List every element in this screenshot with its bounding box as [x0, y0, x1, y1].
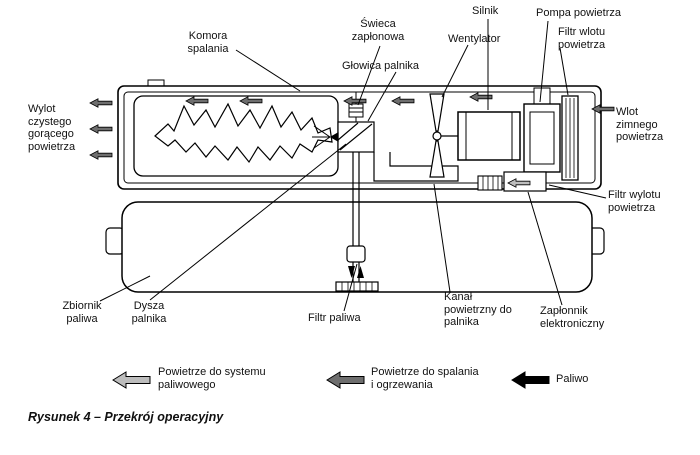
burner-nozzle: [329, 131, 339, 143]
label-pompa-powietrza: Pompa powietrza: [536, 7, 621, 19]
fuel-line: [335, 152, 379, 292]
label-kanal-powietrzny: Kanał powietrzny do palnika: [444, 291, 512, 329]
fuel-filter: [346, 245, 366, 263]
label-wylot-czystego: Wylot czystego gorącego powietrza: [28, 103, 76, 153]
legend-label-fuel-system-air: Powietrze do systemu paliwowego: [158, 366, 266, 391]
leader-filtr-wylotu: [548, 184, 607, 199]
air-duct-to-burner: [373, 152, 459, 182]
fuel-spray: [312, 125, 331, 149]
legend-arrow-fuel-system-air: [112, 371, 151, 389]
air-inlet-filter: [561, 95, 579, 181]
label-wlot-zimnego: Wlot zimnego powietrza: [616, 106, 664, 144]
motor: [457, 111, 521, 161]
leader-zaplonnik: [527, 191, 563, 306]
burner-head: [329, 121, 375, 153]
label-filtr-wylotu: Filtr wylotu powietrza: [608, 189, 661, 214]
legend-arrow-combustion-air: [326, 371, 365, 389]
legend-arrow-fuel: [511, 371, 550, 389]
figure-caption: Rysunek 4 – Przekrój operacyjny: [28, 410, 224, 424]
fuel-pickup: [335, 281, 379, 292]
label-silnik: Silnik: [472, 5, 499, 17]
leader-filtr-paliwa: [343, 263, 358, 312]
leader-lines: [99, 19, 607, 312]
label-swieca-zaplonowa: Świeca zapłonowa: [351, 18, 405, 43]
label-zaplonnik: Zapłonnik elektroniczny: [540, 305, 605, 330]
label-glowica-palnika: Głowica palnika: [342, 60, 420, 72]
label-wentylator: Wentylator: [448, 33, 501, 45]
legend-label-fuel: Paliwo: [556, 373, 589, 385]
flame: [154, 102, 333, 164]
leader-dysza-palnika: [149, 143, 347, 301]
fuel-flow-arrows: [348, 266, 364, 278]
leader-pompa-powietrza: [539, 20, 549, 103]
leader-glowica-palnika: [367, 71, 397, 122]
leader-kanal-powietrzny: [433, 183, 451, 293]
air-pump: [523, 87, 561, 173]
label-filtr-paliwa: Filtr paliwa: [308, 312, 361, 324]
leader-zbiornik-paliwa: [99, 275, 151, 302]
leader-komora-spalania: [235, 49, 301, 92]
label-dysza-palnika: Dysza palnika: [131, 300, 167, 325]
leader-swieca-zaplonowa: [357, 45, 381, 106]
fan: [429, 93, 458, 178]
label-komora-spalania: Komora spalania: [187, 30, 229, 55]
leader-filtr-wlotu: [559, 47, 569, 96]
leader-wentylator: [441, 44, 469, 98]
label-filtr-wlotu: Filtr wlotu powietrza: [558, 26, 606, 51]
legend-label-combustion-air: Powietrze do spalania i ogrzewania: [371, 366, 479, 391]
label-zbiornik-paliwa: Zbiornik paliwa: [62, 300, 102, 325]
air-outlet-filter: [477, 175, 503, 191]
